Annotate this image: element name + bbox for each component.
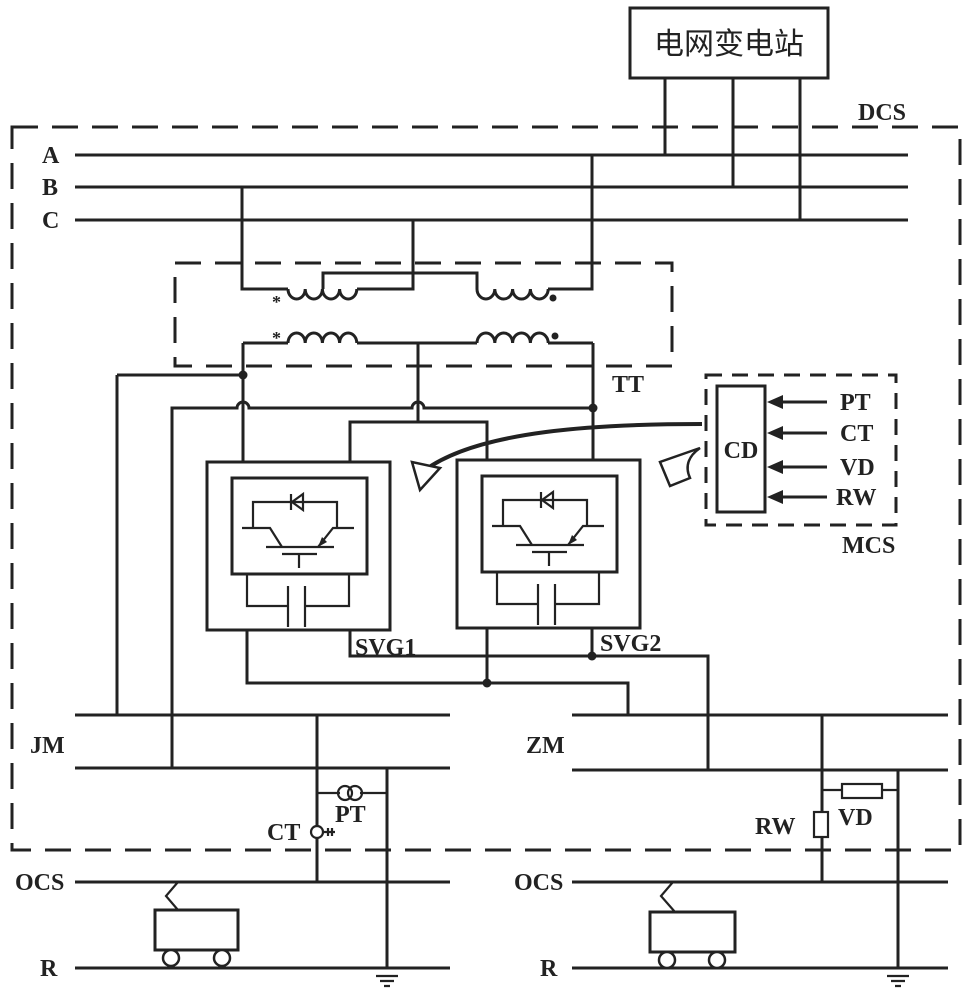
traction-transformer: * * TT bbox=[175, 155, 672, 398]
svg2-converter: SVG2 bbox=[457, 460, 661, 657]
primary-coil-left bbox=[288, 289, 357, 299]
rw-label: RW bbox=[755, 814, 796, 840]
secondary-coil-right bbox=[477, 333, 548, 343]
phase-c-label: C bbox=[42, 208, 59, 234]
igbt-module-icon bbox=[207, 462, 390, 630]
three-phase-lines: A B C bbox=[42, 143, 908, 234]
phase-b-label: B bbox=[42, 175, 58, 201]
cd-input-pt: PT bbox=[840, 390, 871, 416]
zm-label: ZM bbox=[526, 733, 565, 759]
cd-input-rw: RW bbox=[836, 485, 877, 511]
ocs-right-label: OCS bbox=[514, 870, 563, 896]
tt-label: TT bbox=[612, 372, 644, 398]
train-icon bbox=[155, 882, 238, 966]
cd-input-ct: CT bbox=[840, 421, 873, 447]
dcs-boundary bbox=[12, 127, 960, 850]
svg-text:*: * bbox=[272, 328, 281, 348]
svg1-label: SVG1 bbox=[355, 635, 416, 661]
ct-label: CT bbox=[267, 820, 300, 846]
measurement-control-system: CD PT CT VD RW MCS bbox=[706, 375, 896, 559]
jm-label: JM bbox=[30, 733, 65, 759]
svg-text:*: * bbox=[272, 292, 281, 312]
svg2-label: SVG2 bbox=[600, 631, 661, 657]
phase-a-label: A bbox=[42, 143, 60, 169]
ground-icon bbox=[376, 976, 398, 986]
ground-icon bbox=[887, 976, 909, 986]
pt-label: PT bbox=[335, 802, 366, 828]
igbt-module-icon bbox=[457, 460, 640, 628]
primary-coil-right bbox=[477, 289, 548, 299]
svg1-converter: SVG1 bbox=[207, 462, 416, 661]
dcs-label: DCS bbox=[858, 100, 906, 126]
secondary-coil-left bbox=[288, 333, 357, 343]
train-icon bbox=[650, 882, 735, 968]
rail-right-label: R bbox=[540, 956, 558, 982]
cd-label: CD bbox=[724, 438, 759, 464]
cd-input-vd: VD bbox=[840, 455, 875, 481]
ocs-left-label: OCS bbox=[15, 870, 64, 896]
substation-label: 电网变电站 bbox=[654, 27, 804, 62]
rail-left-label: R bbox=[40, 956, 58, 982]
vd-label: VD bbox=[838, 805, 873, 831]
mcs-label: MCS bbox=[842, 533, 895, 559]
